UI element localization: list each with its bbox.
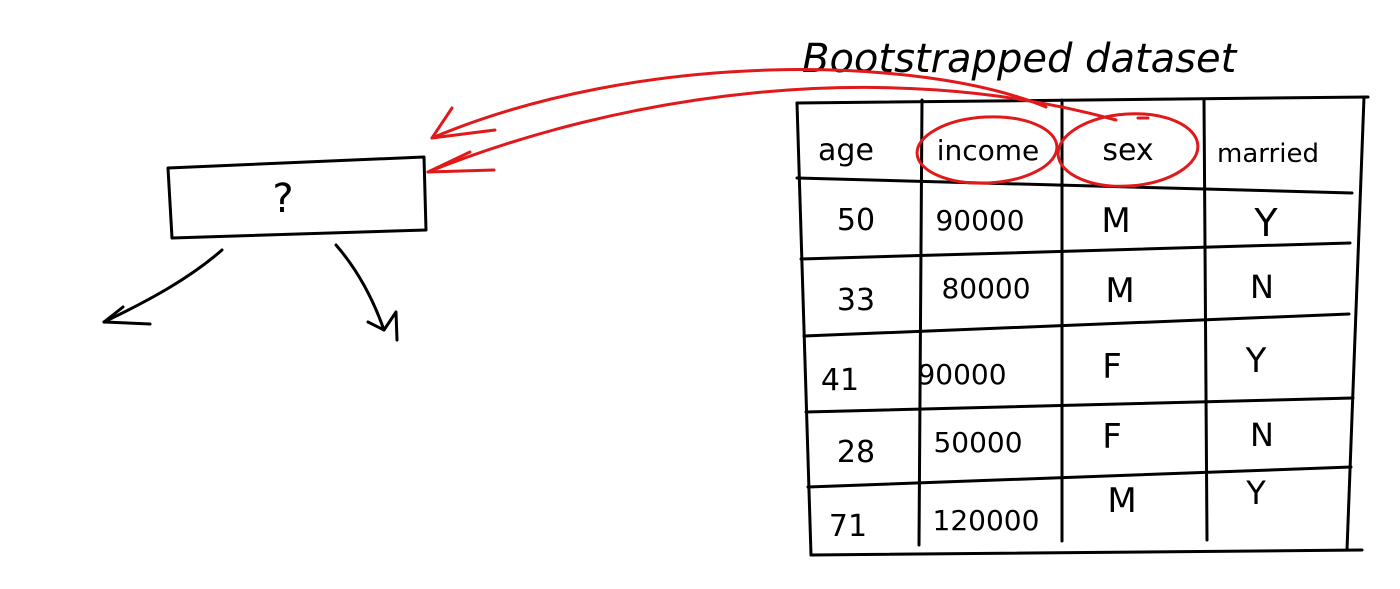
right-branch-arrowhead — [366, 310, 399, 342]
column-header-sex: sex — [1102, 133, 1153, 168]
bootstrapped-table: age income sex married 50 90000 M Y 33 8… — [795, 95, 1370, 557]
cell-sex: M — [1107, 481, 1136, 521]
cell-income: 90000 — [917, 358, 1006, 391]
left-branch-line — [102, 248, 224, 324]
income-to-node-arrow — [430, 68, 1048, 140]
cell-sex: M — [1105, 271, 1134, 311]
cell-sex: F — [1102, 347, 1122, 387]
cell-sex: M — [1101, 201, 1130, 241]
cell-income: 80000 — [941, 272, 1030, 305]
table-row-divider — [799, 241, 1352, 261]
sex-arrowhead — [426, 150, 496, 174]
tree-node-label: ? — [272, 176, 293, 222]
cell-married: Y — [1253, 201, 1278, 245]
tree-node-box — [166, 155, 428, 240]
cell-income: 90000 — [935, 204, 1024, 237]
table-bottom-border — [809, 548, 1364, 557]
table-top-border — [795, 95, 1370, 105]
cell-income: 120000 — [933, 504, 1040, 537]
table-header-divider — [795, 176, 1354, 195]
column-header-income: income — [937, 134, 1040, 167]
table-right-border — [1345, 95, 1366, 552]
cell-age: 50 — [837, 203, 875, 238]
column-highlights — [915, 112, 1200, 188]
left-branch-arrowhead — [102, 305, 152, 326]
cell-married: Y — [1245, 474, 1266, 512]
table-row-divider — [804, 396, 1355, 414]
cell-age: 33 — [837, 283, 875, 318]
table-row: 41 90000 F Y — [821, 341, 1267, 398]
cell-married: N — [1250, 268, 1274, 306]
table-column-divider — [1202, 98, 1209, 542]
table-row-divider — [806, 465, 1353, 489]
tree-branches — [102, 243, 399, 342]
tree-node: ? — [166, 155, 428, 240]
cell-age: 28 — [837, 435, 875, 470]
cell-married: Y — [1245, 341, 1267, 381]
sex-highlight-circle — [1056, 112, 1200, 188]
table-row: 28 50000 F N — [837, 416, 1274, 470]
table-left-border — [795, 101, 813, 557]
table-row: 71 120000 M Y — [829, 474, 1266, 544]
diagram-title: Bootstrapped dataset — [802, 36, 1238, 82]
cell-income: 50000 — [933, 426, 1022, 459]
right-branch-line — [334, 243, 386, 332]
cell-age: 41 — [821, 363, 859, 398]
sex-to-node-arrow — [426, 85, 1118, 174]
cell-sex: F — [1102, 417, 1122, 457]
table-row-divider — [802, 312, 1351, 338]
cell-married: N — [1250, 416, 1274, 454]
candidate-arrows — [426, 68, 1150, 174]
column-header-married: married — [1217, 139, 1319, 169]
table-row: 33 80000 M N — [837, 268, 1274, 318]
table-column-divider — [917, 98, 924, 547]
income-arrowhead — [430, 106, 497, 140]
column-header-age: age — [818, 133, 874, 168]
table-row: 50 90000 M Y — [837, 201, 1278, 245]
income-highlight-circle — [915, 115, 1059, 185]
cell-age: 71 — [829, 509, 867, 544]
